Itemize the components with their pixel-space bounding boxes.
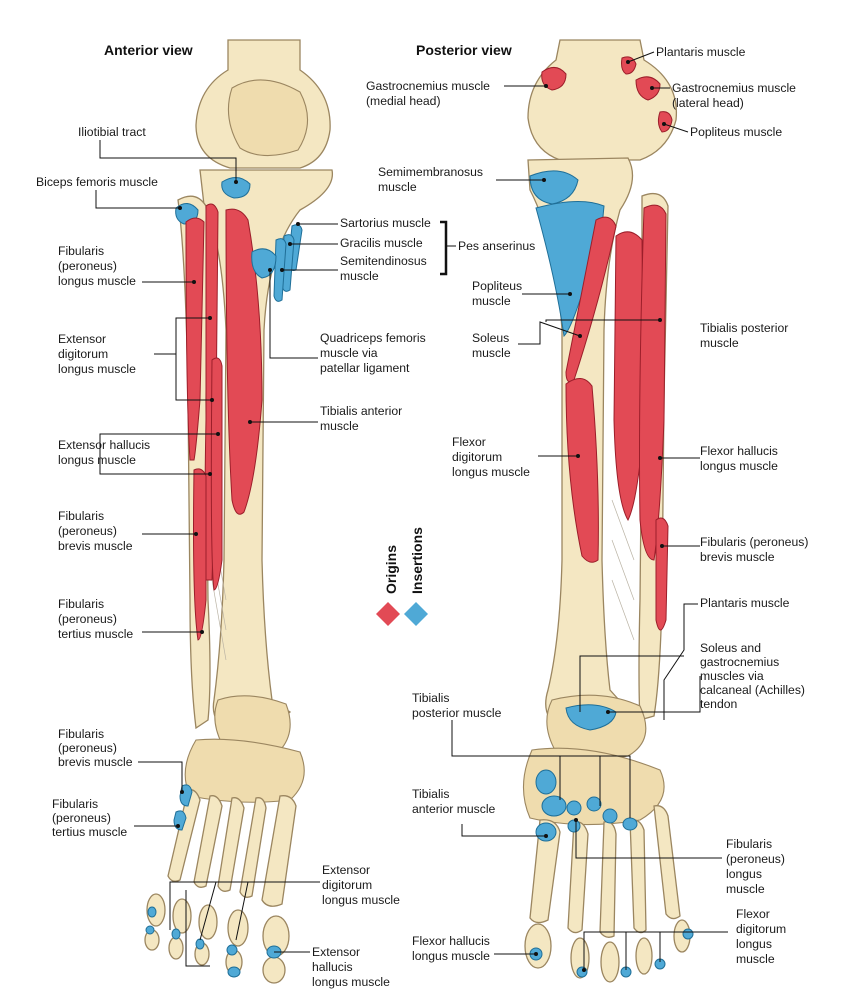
label-soleus-gastrocnemius: Soleus and gastrocnemius muscles via cal… (700, 641, 808, 711)
label-tibialis-posterior-foot: Tibialis posterior muscle (412, 691, 502, 720)
extensor-hallucis-origin (210, 357, 223, 591)
label-gastrocnemius-lateral: Gastrocnemius muscle (lateral head) (672, 81, 799, 110)
tibialis-anterior-origin (225, 208, 263, 515)
label-tibialis-anterior-foot: Tibialis anterior muscle (412, 787, 496, 816)
posterior-leader-dots (534, 60, 666, 972)
anterior-tarsals (184, 738, 305, 803)
label-semitendinosus: Semitendinosus muscle (340, 254, 430, 283)
label-tibialis-posterior: Tibialis posterior muscle (700, 321, 792, 350)
label-sartorius: Sartorius muscle (340, 216, 431, 230)
label-fibularis-longus-foot: Fibularis (peroneus) longus muscle (726, 837, 788, 896)
label-fibularis-tertius: Fibularis (peroneus) tertius muscle (58, 597, 133, 641)
gastrocnemius-lateral-origin (635, 76, 661, 101)
anterior-view-title: Anterior view (104, 42, 193, 58)
label-gracilis: Gracilis muscle (340, 236, 423, 250)
posterior-muscle-markings (529, 56, 694, 978)
posterior-metatarsals (529, 805, 681, 938)
label-gastrocnemius-medial: Gastrocnemius muscle (medial head) (366, 79, 493, 108)
label-foot-extensor-hallucis: Extensor hallucis longus muscle (312, 945, 390, 989)
fibularis-brevis-origin (193, 468, 207, 641)
popliteus-origin (657, 111, 673, 133)
legend-origins-swatch (376, 602, 400, 626)
label-flexor-hallucis-foot: Flexor hallucis longus muscle (412, 934, 493, 963)
iliotibial-insertion (221, 177, 251, 199)
label-tibialis-anterior: Tibialis anterior muscle (320, 404, 406, 433)
posterior-view-title: Posterior view (416, 42, 512, 58)
label-quadriceps-femoris: Quadriceps femoris muscle via patellar l… (320, 331, 429, 375)
label-flexor-hallucis: Flexor hallucis longus muscle (700, 444, 781, 473)
legend-insertions-label: Insertions (409, 527, 425, 594)
plantaris-origin (621, 56, 637, 75)
label-extensor-hallucis: Extensor hallucis longus muscle (58, 438, 154, 467)
anterior-leader-dots (176, 180, 300, 828)
flexor-digitorum-origin (565, 378, 599, 563)
anterior-phalanges (144, 893, 290, 984)
legend-insertions-swatch (404, 602, 428, 626)
label-flexor-digitorum-foot: Flexor digitorum longus muscle (736, 907, 790, 966)
tibialis-posterior-origin (613, 231, 645, 522)
flexor-hallucis-origin (639, 204, 667, 561)
label-popliteus-top: Popliteus muscle (690, 125, 782, 139)
posterior-interosseous-membrane (611, 499, 635, 641)
label-plantaris-top: Plantaris muscle (656, 45, 746, 59)
fibularis-brevis-posterior-origin (655, 517, 669, 631)
label-foot-fibularis-tertius: Fibularis (peroneus) tertius muscle (52, 797, 127, 839)
posterior-leader-lines (451, 51, 728, 970)
label-soleus: Soleus muscle (472, 331, 513, 360)
label-semimembranosus: Semimembranosus muscle (378, 165, 486, 194)
legend-origins-label: Origins (383, 545, 399, 594)
label-iliotibial-tract: Iliotibial tract (78, 125, 146, 139)
posterior-femur (527, 39, 678, 161)
semimembranosus-insertion (529, 170, 579, 205)
label-flexor-digitorum: Flexor digitorum longus muscle (452, 435, 530, 479)
foot-fibularis-brevis-insertion (179, 784, 193, 807)
label-popliteus: Popliteus muscle (472, 279, 526, 308)
label-pes-anserinus: Pes anserinus (458, 239, 535, 253)
label-plantaris: Plantaris muscle (700, 596, 790, 610)
label-fibularis-brevis: Fibularis (peroneus) brevis muscle (58, 509, 133, 553)
label-foot-extensor-digitorum: Extensor digitorum longus muscle (322, 863, 400, 907)
label-foot-fibularis-brevis: Fibularis (peroneus) brevis muscle (58, 727, 133, 769)
label-fibularis-brevis-posterior: Fibularis (peroneus) brevis muscle (700, 535, 812, 564)
label-extensor-digitorum: Extensor digitorum longus muscle (58, 332, 136, 376)
label-biceps-femoris: Biceps femoris muscle (36, 175, 158, 189)
calcaneal-tendon-insertion (565, 704, 617, 731)
legend: Origins Insertions (376, 527, 428, 626)
anterior-metatarsals (167, 789, 297, 907)
gastrocnemius-medial-origin (541, 67, 567, 91)
anterior-patella (227, 79, 309, 157)
anterior-leader-lines (95, 140, 456, 967)
label-fibularis-longus: Fibularis (peroneus) longus muscle (58, 244, 136, 288)
